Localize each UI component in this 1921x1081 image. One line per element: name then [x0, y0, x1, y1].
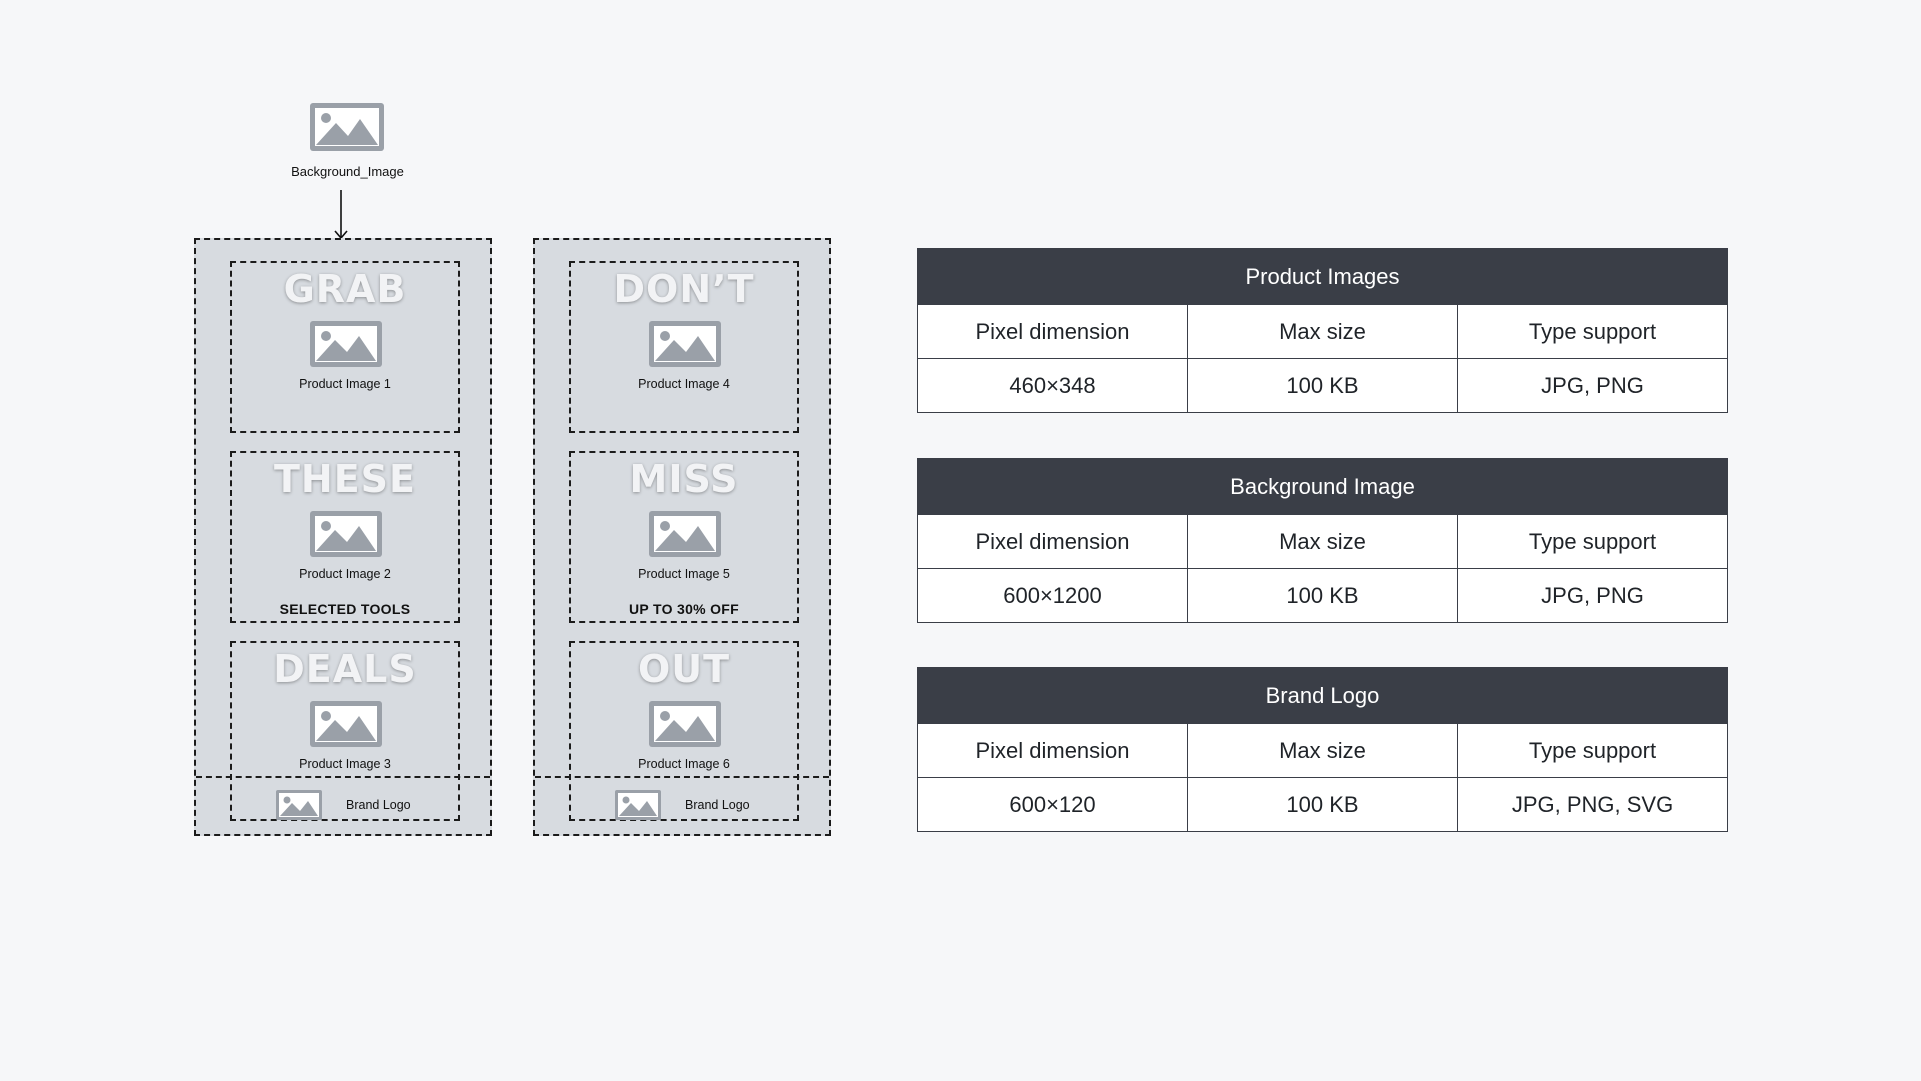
table-cell: 100 KB [1187, 358, 1458, 413]
table-cell: JPG, PNG [1457, 358, 1728, 413]
headline-word: THESE [273, 457, 416, 501]
product-image-label: Product Image 2 [299, 567, 391, 581]
background-image-icon [310, 103, 384, 151]
header-cell: Type support [1457, 304, 1728, 359]
brand-logo-label: Brand Logo [685, 798, 750, 812]
product-slot-6: OUT Product Image 6 [569, 641, 799, 821]
table-cell: 600×120 [917, 777, 1188, 832]
headline-word: DEALS [273, 647, 417, 691]
table-cell: 460×348 [917, 358, 1188, 413]
header-cell: Pixel dimension [917, 304, 1188, 359]
promo-text: SELECTED TOOLS [279, 601, 411, 617]
image-placeholder-icon [649, 321, 721, 367]
product-image-label: Product Image 5 [638, 567, 730, 581]
product-slot-1: GRAB Product Image 1 [230, 261, 460, 433]
product-slot-5: MISS Product Image 5 UP TO 30% OFF [569, 451, 799, 623]
table-row: 460×348 100 KB JPG, PNG [917, 358, 1728, 413]
table-title: Brand Logo [917, 667, 1728, 724]
product-image-label: Product Image 6 [638, 757, 730, 771]
table-title: Product Images [917, 248, 1728, 305]
brand-logo-footer: Brand Logo [196, 776, 490, 834]
image-placeholder-icon [310, 701, 382, 747]
background-image-label: Background_Image [291, 164, 404, 179]
brand-logo-footer: Brand Logo [535, 776, 829, 834]
header-cell: Type support [1457, 723, 1728, 778]
ad-layout-column-2: DON’T Product Image 4 MISS Product Image… [533, 238, 831, 836]
table-cell: JPG, PNG, SVG [1457, 777, 1728, 832]
table-cell: 100 KB [1187, 568, 1458, 623]
headline-word: MISS [629, 457, 739, 501]
table-cell: 600×1200 [917, 568, 1188, 623]
product-images-spec-table: Product Images Pixel dimension Max size … [917, 248, 1728, 413]
headline-word: OUT [637, 647, 731, 691]
brand-logo-spec-table: Brand Logo Pixel dimension Max size Type… [917, 667, 1728, 832]
table-title: Background Image [917, 458, 1728, 515]
product-image-label: Product Image 3 [299, 757, 391, 771]
headline-word: DON’T [613, 267, 755, 311]
arrow-down-icon [334, 190, 348, 240]
table-header-row: Pixel dimension Max size Type support [917, 723, 1728, 778]
image-placeholder-icon [310, 321, 382, 367]
table-row: 600×1200 100 KB JPG, PNG [917, 568, 1728, 623]
header-cell: Type support [1457, 514, 1728, 569]
table-cell: 100 KB [1187, 777, 1458, 832]
header-cell: Max size [1187, 723, 1458, 778]
image-placeholder-icon [276, 790, 322, 820]
product-image-label: Product Image 4 [638, 377, 730, 391]
product-slot-4: DON’T Product Image 4 [569, 261, 799, 433]
header-cell: Max size [1187, 304, 1458, 359]
image-placeholder-icon [310, 511, 382, 557]
headline-word: GRAB [283, 267, 407, 311]
ad-layout-column-1: GRAB Product Image 1 THESE Product Image… [194, 238, 492, 836]
product-slot-3: DEALS Product Image 3 [230, 641, 460, 821]
product-slot-2: THESE Product Image 2 SELECTED TOOLS [230, 451, 460, 623]
table-cell: JPG, PNG [1457, 568, 1728, 623]
table-row: 600×120 100 KB JPG, PNG, SVG [917, 777, 1728, 832]
background-image-spec-table: Background Image Pixel dimension Max siz… [917, 458, 1728, 623]
promo-text: UP TO 30% OFF [629, 601, 739, 617]
table-header-row: Pixel dimension Max size Type support [917, 304, 1728, 359]
header-cell: Pixel dimension [917, 514, 1188, 569]
header-cell: Pixel dimension [917, 723, 1188, 778]
image-placeholder-icon [615, 790, 661, 820]
brand-logo-label: Brand Logo [346, 798, 411, 812]
image-placeholder-icon [649, 511, 721, 557]
header-cell: Max size [1187, 514, 1458, 569]
table-header-row: Pixel dimension Max size Type support [917, 514, 1728, 569]
image-placeholder-icon [649, 701, 721, 747]
product-image-label: Product Image 1 [299, 377, 391, 391]
